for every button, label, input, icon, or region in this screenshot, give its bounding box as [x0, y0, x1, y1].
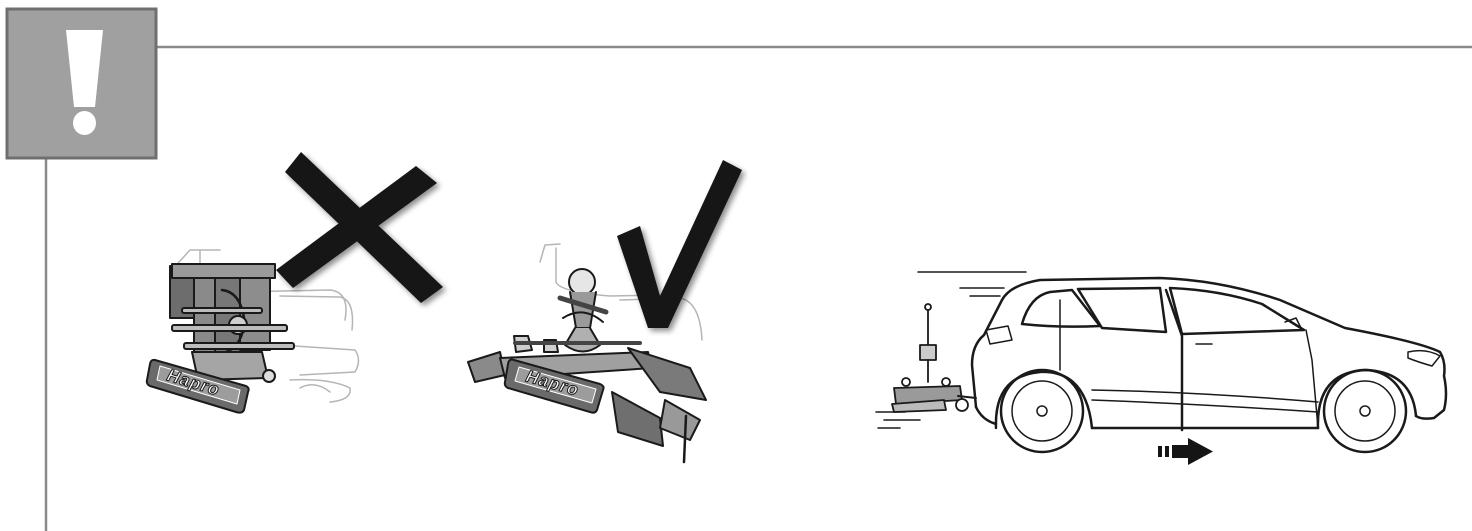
mounted-carrier [891, 303, 977, 413]
rear-wheel [999, 368, 1085, 454]
exclamation-icon [66, 30, 103, 135]
car-body [970, 276, 1448, 432]
folded-carrier-illustration: Hapro [145, 249, 360, 414]
front-wheel [1322, 368, 1408, 454]
cross-icon [276, 152, 443, 303]
warning-box [5, 7, 158, 160]
license-plate: Hapro [503, 358, 605, 414]
speed-lines [875, 271, 1027, 429]
check-icon [617, 160, 742, 328]
page-frame [44, 45, 1472, 531]
car-driving-illustration [875, 271, 1448, 454]
arrow-right-icon [1158, 438, 1213, 465]
unfolded-carrier-illustration: Hapro [467, 243, 707, 464]
